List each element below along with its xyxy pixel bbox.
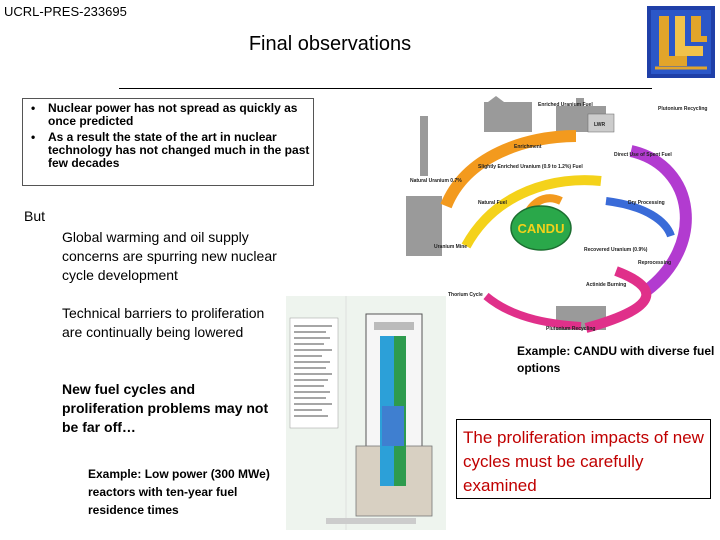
- paragraph-new-fuel-cycles: New fuel cycles and proliferation proble…: [62, 381, 269, 435]
- label-uranium-mine: Uranium Mine: [434, 244, 467, 250]
- llnl-logo: [647, 6, 715, 78]
- label-actinide-burning: Actinide Burning: [586, 282, 626, 288]
- label-natural-uranium: Natural Uranium 0.7%: [410, 178, 462, 184]
- label-plutonium-recycling-top: Plutonium Recycling: [658, 106, 707, 112]
- paragraph-global-warming: Global warming and oil supply concerns a…: [62, 229, 277, 283]
- label-dry-processing: Dry Processing: [628, 200, 665, 206]
- document-id: UCRL-PRES-233695: [4, 4, 127, 19]
- bullet-item: •As a result the state of the art in nuc…: [31, 130, 310, 170]
- reactor-schematic-image: [286, 296, 446, 530]
- label-recovered-uranium: Recovered Uranium (0.9%): [584, 247, 648, 253]
- bullet-text: As a result the state of the art in nucl…: [48, 130, 310, 170]
- title-underline: [119, 88, 652, 89]
- example-candu: Example: CANDU with diverse fuel options: [517, 344, 715, 375]
- label-enrichment: Enrichment: [514, 144, 542, 150]
- label-direct-use: Direct Use of Spent Fuel: [614, 152, 672, 158]
- label-lwr: LWR: [594, 122, 605, 128]
- example-low-power: Example: Low power (300 MWe) reactors wi…: [88, 467, 270, 517]
- candu-center-label: CANDU: [518, 221, 565, 236]
- paragraph-technical-barriers: Technical barriers to proliferation are …: [62, 305, 265, 340]
- label-reprocessing: Reprocessing: [638, 260, 671, 266]
- label-thorium-cycle: Thorium Cycle: [448, 292, 483, 298]
- slide-title: Final observations: [248, 33, 412, 55]
- label-natural-fuel: Natural Fuel: [478, 200, 508, 206]
- candu-fuel-cycle-diagram: CANDU Enriched Uranium Fuel Plutonium Re…: [406, 96, 707, 333]
- conclusion-box: The proliferation impacts of new cycles …: [456, 419, 711, 499]
- bullet-box: •Nuclear power has not spread as quickly…: [22, 98, 314, 186]
- label-slightly-enriched: Slightly Enriched Uranium (0.9 to 1.2%) …: [478, 164, 583, 170]
- label-enriched-uranium: Enriched Uranium Fuel: [538, 102, 593, 108]
- bullet-text: Nuclear power has not spread as quickly …: [48, 101, 298, 128]
- bullet-item: •Nuclear power has not spread as quickly…: [31, 101, 298, 128]
- label-plutonium-recycling-bottom: Plutonium Recycling: [546, 326, 595, 332]
- but-label: But: [24, 208, 46, 224]
